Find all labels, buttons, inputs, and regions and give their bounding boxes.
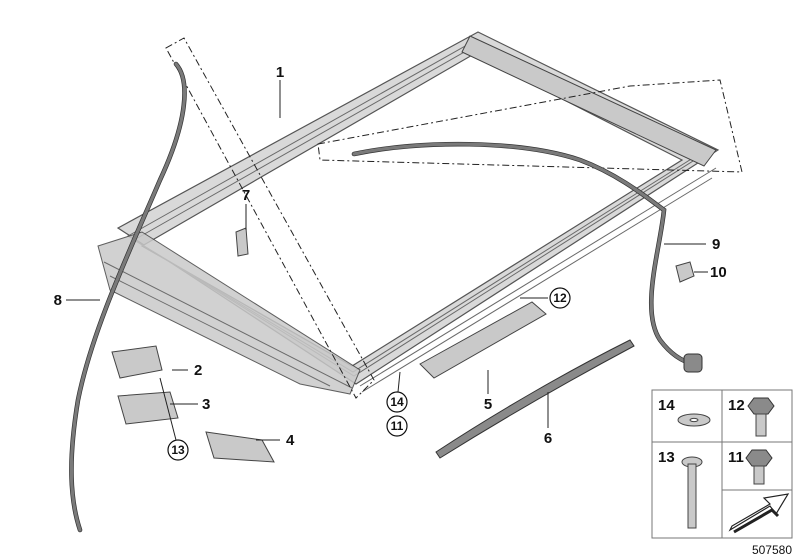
callout-12: 12 [553, 291, 567, 305]
sunroof-frame [97, 31, 720, 395]
legend-label-11: 11 [728, 449, 744, 466]
leader-lines [66, 80, 708, 441]
legend-label-14: 14 [658, 397, 675, 414]
part-plate-5 [419, 301, 547, 379]
flange-bolt-icon [747, 397, 775, 437]
drain-hose-rear [351, 141, 703, 373]
dash-outline-front [165, 37, 375, 399]
dash-outline-rear [317, 79, 743, 173]
callout-6: 6 [544, 430, 552, 447]
callout-1: 1 [276, 64, 284, 81]
part-mount-3 [117, 391, 179, 425]
callout-14: 14 [390, 395, 404, 409]
callout-9: 9 [712, 236, 720, 253]
part-bracket-7 [235, 227, 249, 257]
legend-label-12: 12 [728, 397, 745, 414]
fastener-legend: 14 12 13 11 [651, 389, 793, 539]
callout-11: 11 [391, 419, 404, 433]
long-bolt-icon [681, 456, 703, 529]
callout-3: 3 [202, 396, 210, 413]
callout-5: 5 [484, 396, 492, 413]
part-motor-2 [111, 345, 163, 379]
drain-hose-front [69, 61, 187, 533]
part-mount-4 [205, 431, 275, 463]
callout-2: 2 [194, 362, 202, 379]
image-number: 507580 [752, 543, 792, 557]
callout-7: 7 [242, 187, 250, 204]
short-bolt-icon [745, 449, 773, 485]
callout-10: 10 [710, 264, 727, 281]
callout-8: 8 [54, 292, 62, 309]
part-seal-6 [435, 339, 635, 459]
legend-label-13: 13 [658, 449, 675, 466]
direction-arrow-icon [728, 493, 790, 534]
callout-4: 4 [286, 432, 295, 449]
part-clip-10 [675, 261, 695, 283]
callout-13: 13 [171, 443, 185, 457]
